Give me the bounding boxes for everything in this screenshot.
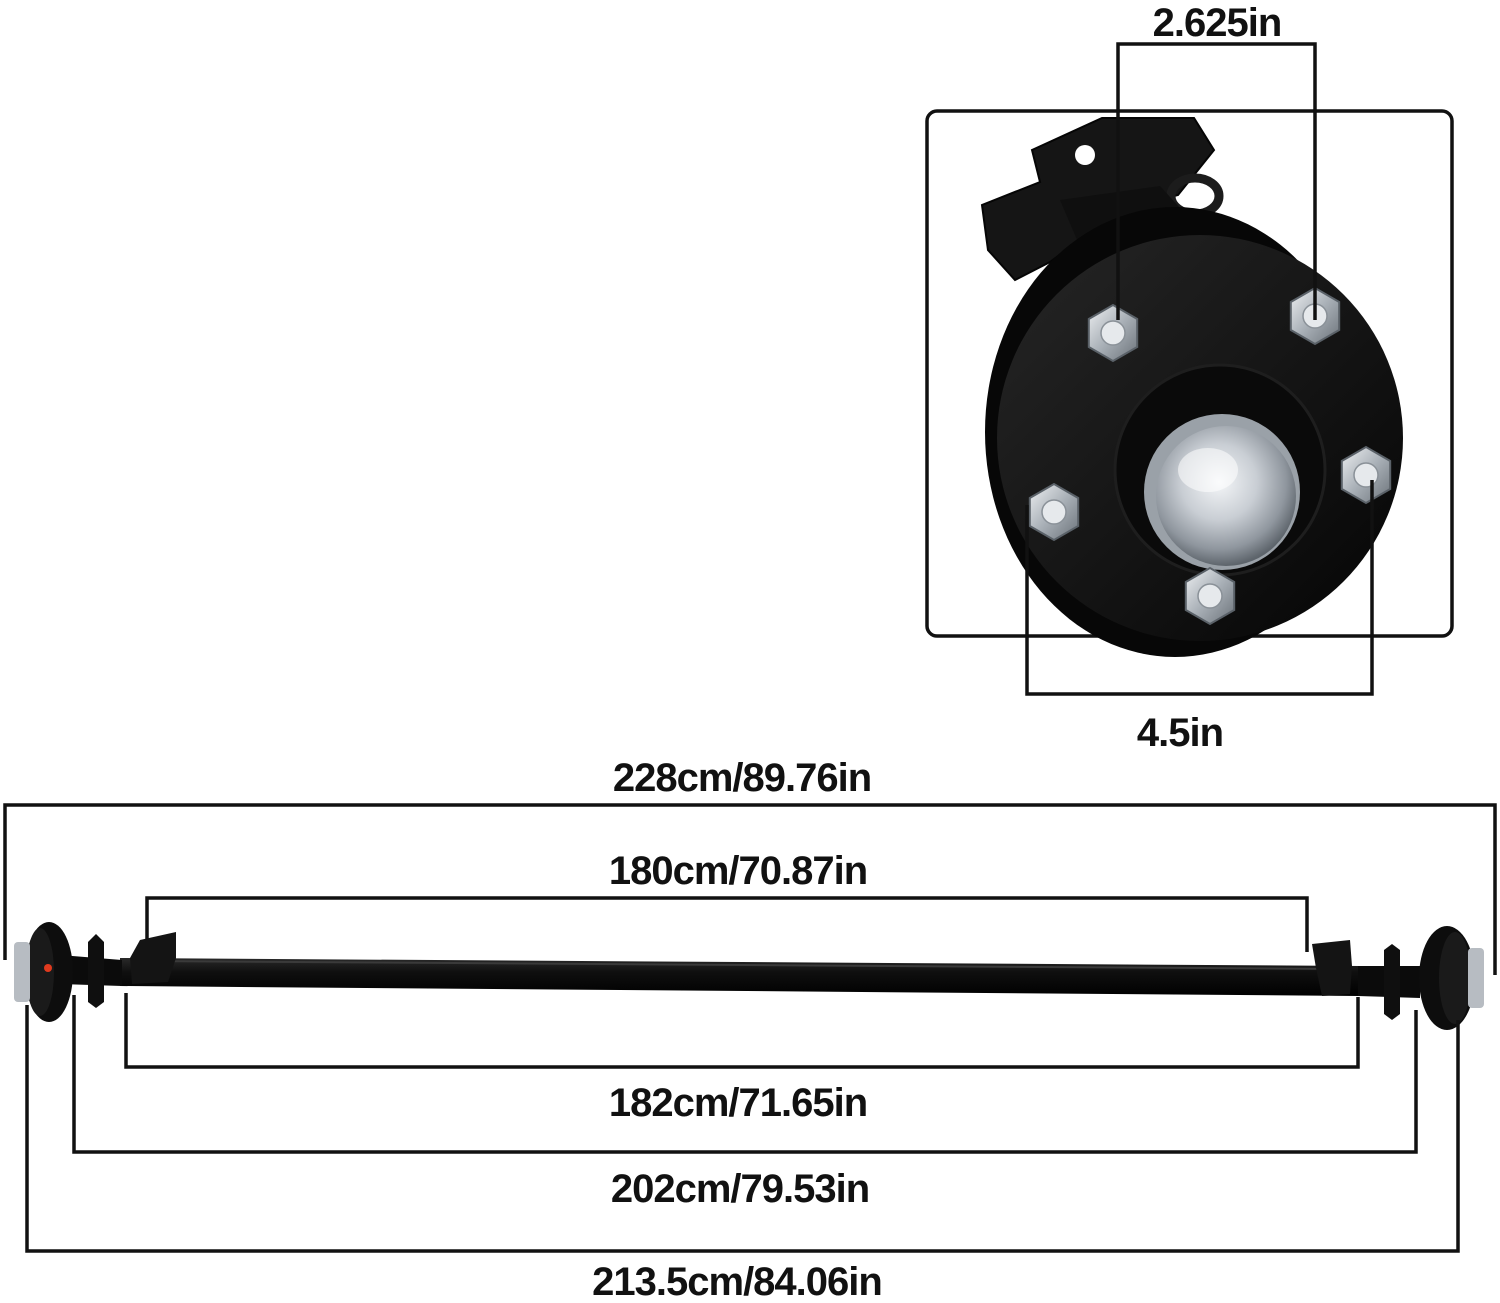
axle-tube (120, 958, 1360, 996)
lug-nut-icon (1028, 482, 1080, 542)
tube-length-label: 182cm/71.65in (609, 1081, 867, 1125)
right-hub-studs (1468, 948, 1484, 1008)
right-hub-face (1439, 932, 1471, 1024)
lug-nut-icon (1340, 445, 1392, 505)
left-spring-seat (130, 932, 176, 984)
left-brake-flange (88, 934, 104, 1008)
axle-assembly: 228cm/89.76in 180cm/70.87in (3, 756, 1497, 1303)
left-reflector (44, 964, 52, 972)
spring-seat-bracket-dim (145, 896, 1309, 952)
tube-length-bracket (124, 993, 1360, 1069)
hub-detail: 2.625in 4.5in (925, 1, 1454, 755)
bolt-spacing-label: 2.625in (1153, 1, 1282, 45)
lug-nut-icon (1087, 303, 1139, 363)
axle-photo (14, 922, 1484, 1030)
hub-face-label: 213.5cm/84.06in (592, 1260, 882, 1303)
hub-face-bracket (25, 1005, 1460, 1253)
bolt-circle-label: 4.5in (1137, 711, 1223, 755)
brake-flange-bracket (72, 995, 1418, 1154)
brake-flange-label: 202cm/79.53in (611, 1167, 869, 1211)
right-brake-flange (1384, 944, 1400, 1020)
axle-tube-highlight (149, 960, 1341, 970)
bolt-spacing-bracket (1116, 42, 1317, 320)
spring-seat-label: 180cm/70.87in (609, 849, 867, 893)
hub-photo (980, 117, 1403, 657)
left-hub-studs (14, 942, 30, 1002)
left-hub-face (26, 928, 54, 1016)
overall-length-label: 228cm/89.76in (613, 756, 871, 800)
lug-nut-icon (1184, 566, 1236, 626)
dust-cap (1156, 426, 1296, 566)
overall-length-bracket (3, 803, 1497, 975)
right-spring-seat (1312, 940, 1352, 996)
bracket-hole (1075, 145, 1095, 165)
bolt-circle-bracket (1025, 480, 1374, 696)
dust-cap-shine (1178, 448, 1238, 492)
